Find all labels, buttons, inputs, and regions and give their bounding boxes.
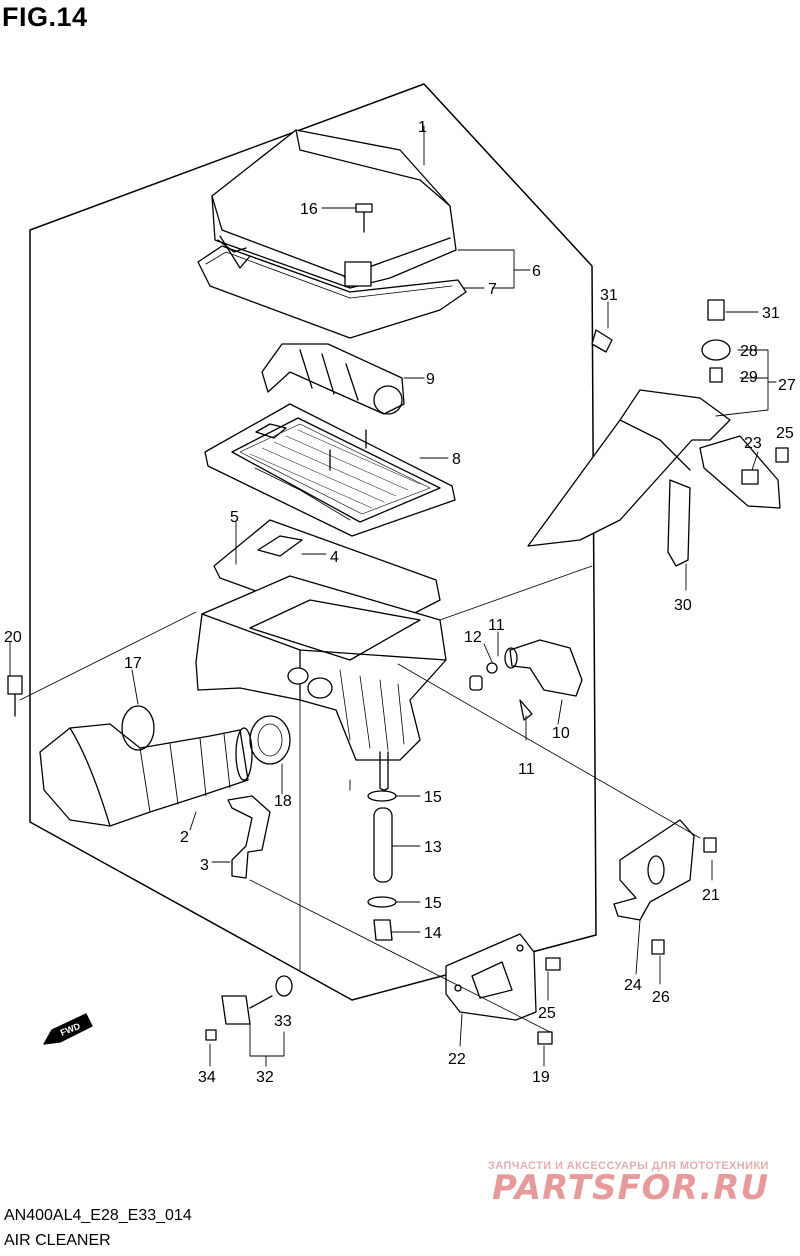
callout-label: 16	[300, 201, 318, 218]
part-clamp-17	[121, 705, 155, 751]
callout-label: 15	[424, 789, 442, 806]
part-filter-element	[204, 403, 456, 537]
figure-title: FIG.14	[2, 2, 88, 32]
callout-label: 3	[200, 857, 209, 874]
model-code: AN400AL4_E28_E33_014	[4, 1207, 192, 1224]
callout-label: 29	[740, 369, 758, 386]
callout-label: 17	[124, 655, 142, 672]
callout-label: 11	[488, 617, 505, 634]
callout-label: 27	[778, 377, 796, 394]
watermark-tagline: ЗАПЧАСТИ И АКСЕССУАРЫ ДЛЯ МОТОТЕХНИКИ	[488, 1160, 769, 1172]
callout-label: 9	[426, 371, 435, 388]
part-bracket-23	[699, 435, 781, 509]
diagram-caption: AIR CLEANER	[4, 1232, 111, 1249]
callout-label: 30	[674, 597, 692, 614]
callout-label: 20	[4, 629, 22, 646]
callout-label: 6	[532, 263, 541, 280]
callout-label: 31	[762, 305, 780, 322]
callout-label: 33	[274, 1013, 292, 1030]
callout-label: 18	[274, 793, 292, 810]
callout-label: 5	[230, 509, 239, 526]
part-clamp-18	[249, 715, 291, 765]
callout-label: 32	[256, 1069, 274, 1086]
part-intake-duct	[261, 343, 405, 415]
watermark-logo: PARTSFOR.RU	[492, 1168, 770, 1208]
callout-label: 15	[424, 895, 442, 912]
callout-label: 21	[702, 887, 720, 904]
part-cover-gasket	[197, 245, 467, 339]
part-drain-hose	[367, 790, 397, 941]
callout-label: 7	[488, 281, 497, 298]
callout-label: 28	[740, 343, 758, 360]
callout-label: 25	[538, 1005, 556, 1022]
callout-label: 23	[744, 435, 762, 452]
callout-label: 10	[552, 725, 570, 742]
callout-label: 11	[518, 761, 535, 778]
part-bracket-30	[527, 389, 731, 547]
callout-label: 26	[652, 989, 670, 1006]
callout-label: 4	[330, 549, 339, 566]
part-bolt-20	[7, 675, 23, 717]
part-bracket-24	[613, 819, 695, 921]
part-cover	[211, 129, 457, 289]
part-sensor-32	[205, 975, 293, 1041]
callout-labels: 1 2 3 4 5 6 7 8 9 10 11 11 12 13 14 15 1…	[4, 119, 796, 1086]
callout-label: 25	[776, 425, 794, 442]
part-screw-16	[355, 203, 373, 233]
callout-label: 14	[424, 925, 442, 942]
callout-label: 2	[180, 829, 189, 846]
part-seal-4	[257, 535, 303, 557]
callout-label: 12	[464, 629, 482, 646]
callout-label: 8	[452, 451, 461, 468]
callout-label: 13	[424, 839, 442, 856]
part-bracket-3	[227, 795, 271, 879]
assembly-boundary	[29, 83, 597, 1001]
callout-label: 34	[198, 1069, 216, 1086]
part-air-cleaner-case	[195, 575, 447, 791]
callout-label: 19	[532, 1069, 550, 1086]
part-inlet-tube	[39, 723, 253, 827]
callout-label: 24	[624, 977, 642, 994]
callout-label: 31	[600, 287, 618, 304]
part-case-gasket	[213, 519, 441, 635]
part-bracket-22	[445, 933, 537, 1021]
callout-label: 22	[448, 1051, 466, 1068]
leader-lines	[9, 125, 777, 1067]
forward-direction-badge: FWD	[43, 1013, 93, 1045]
part-breather-hose	[469, 639, 583, 721]
callout-label: 1	[418, 119, 427, 136]
